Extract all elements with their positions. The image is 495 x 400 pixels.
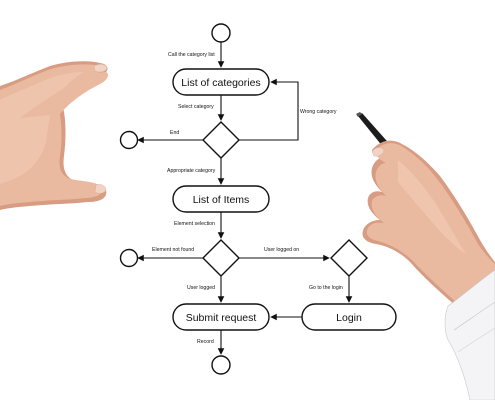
decision-login (330, 239, 368, 277)
node-list-of-categories-label: List of categories (181, 77, 260, 89)
edge-label-element-not-found: Element not found (152, 247, 194, 253)
edge-label-user-logged-on: User logged on (264, 247, 299, 253)
edge-label-user-logged: User logged (187, 285, 215, 291)
edge-label-wrong-category: Wrong category (300, 109, 337, 115)
node-login-label: Login (336, 312, 362, 324)
final-node (211, 355, 231, 375)
start-node (211, 23, 231, 43)
edge-label-end: End (170, 130, 179, 136)
edge-label-go-to-login: Go to the login (309, 285, 343, 291)
edge-label-select-category: Select category (178, 104, 214, 110)
right-hand-with-pen-icon (356, 112, 495, 400)
edge-label-record: Record (197, 339, 214, 345)
edge-label-element-selection: Element selection (174, 221, 215, 227)
decision-element (202, 239, 240, 277)
left-hand-icon (0, 61, 108, 210)
end-node-1 (119, 130, 139, 150)
node-submit-request-label: Submit request (186, 312, 257, 324)
edge-label-call-category-list: Call the category list (168, 52, 215, 58)
decision-category (202, 121, 240, 159)
edge-label-appropriate-category: Appropriate category (167, 168, 216, 174)
end-node-2 (119, 248, 139, 268)
flowchart: Call the category list List of categorie… (119, 23, 397, 375)
node-list-of-items-label: List of Items (193, 194, 250, 206)
